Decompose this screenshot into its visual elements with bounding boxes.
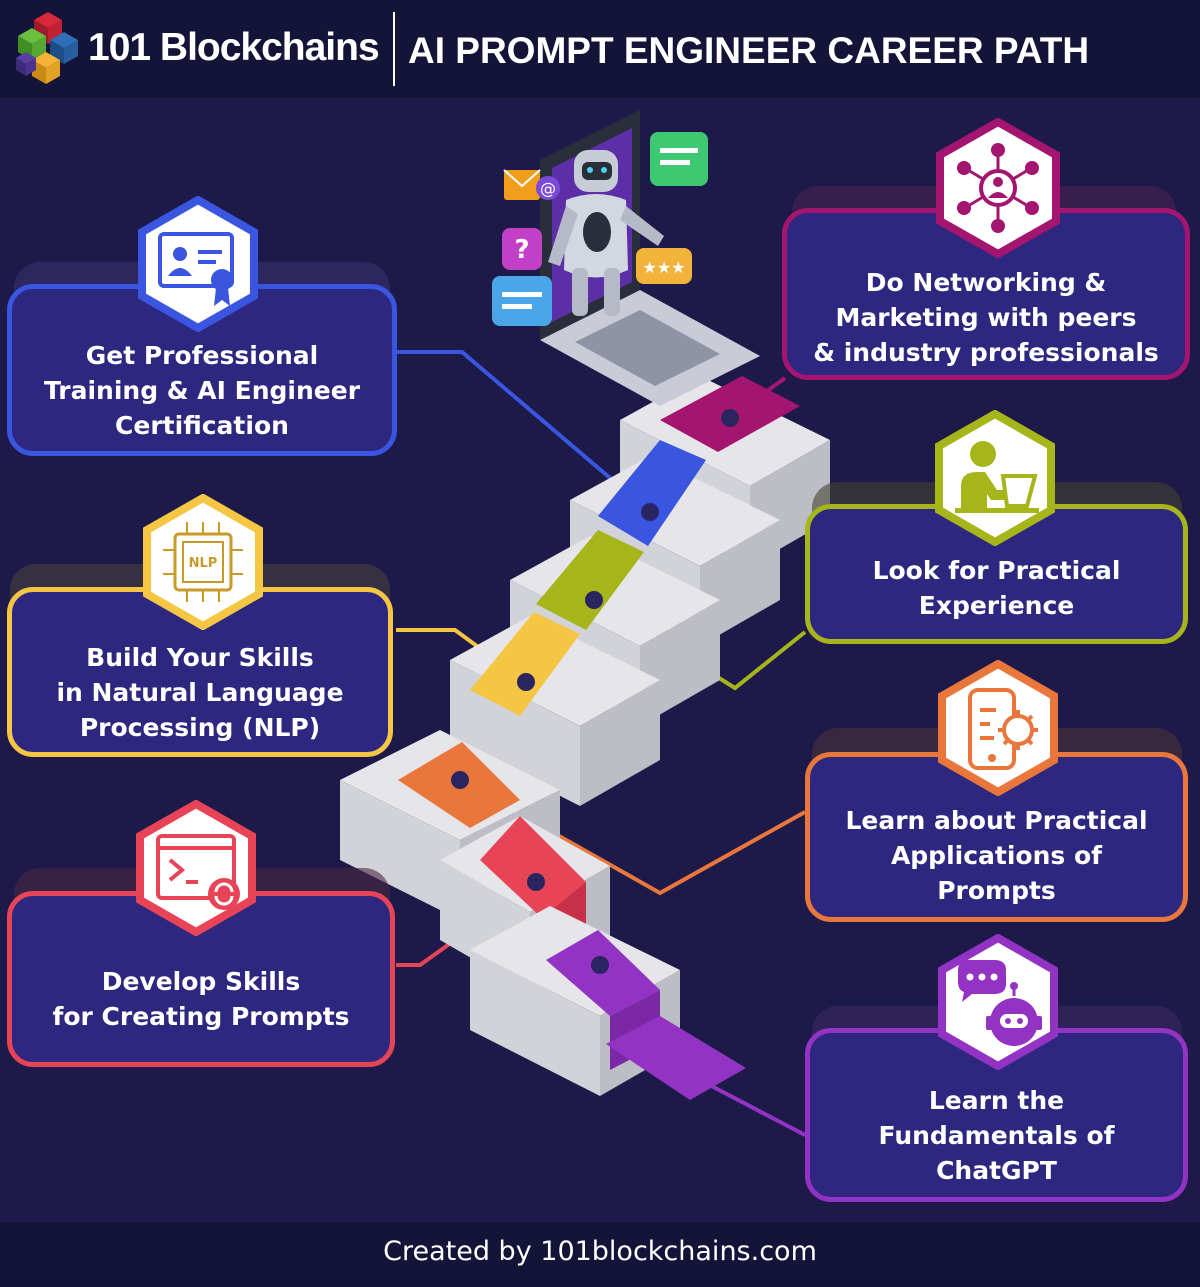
step-text-line: Prompts <box>937 875 1056 905</box>
header: 101 Blockchains AI PROMPT ENGINEER CAREE… <box>0 0 1200 98</box>
step-text-line: & industry professionals <box>813 337 1159 367</box>
step-card-prompts: Develop Skills for Creating Prompts <box>7 891 395 1067</box>
footer-credit: Created by 101blockchains.com <box>383 1236 817 1267</box>
chatbot-icon <box>938 934 1058 1070</box>
brand-name: 101 Blockchains <box>88 26 380 69</box>
robot-illustration <box>548 150 664 316</box>
step-text-line: Processing (NLP) <box>79 712 321 742</box>
staircase <box>340 376 830 1100</box>
step-text-line: Get Professional <box>85 340 319 370</box>
step-card-training: Get Professional Training & AI Engineer … <box>7 284 397 456</box>
step-text-line: Training & AI Engineer <box>43 375 361 405</box>
step-text-line: Experience <box>918 591 1075 620</box>
certificate-icon <box>138 196 258 332</box>
person-laptop-icon <box>935 410 1055 546</box>
step-text-line: Do Networking & <box>865 267 1107 297</box>
step-text-line: Certification <box>115 410 289 440</box>
phone-gear-icon <box>938 660 1058 796</box>
svg-text:?: ? <box>514 235 529 265</box>
chat-bubbles: @ ? ★★★ <box>492 132 708 326</box>
step-text-line: for Creating Prompts <box>52 1002 350 1031</box>
step-text-line: Build Your Skills <box>86 642 314 672</box>
page-title: AI PROMPT ENGINEER CAREER PATH <box>408 30 1090 71</box>
step-text-line: Look for Practical <box>872 556 1121 585</box>
step-text-line: Fundamentals of <box>878 1120 1115 1150</box>
staircase-illustration: @ ? ★★★ <box>340 110 830 1137</box>
network-icon <box>936 118 1060 258</box>
step-text-line: in Natural Language <box>56 677 344 707</box>
step-text-line: Learn about Practical <box>845 805 1148 835</box>
header-divider <box>393 12 395 86</box>
step-text-line: Develop Skills <box>101 967 301 996</box>
step-card-chatgpt: Learn the Fundamentals of ChatGPT <box>805 1028 1188 1202</box>
step-text-line: Learn the <box>928 1085 1065 1115</box>
terminal-icon <box>136 800 256 936</box>
nlp-chip-icon: NLP <box>143 494 263 630</box>
svg-text:@: @ <box>540 179 556 198</box>
logo-cubes-icon <box>16 12 78 84</box>
step-text-line: Applications of <box>890 840 1103 870</box>
nlp-chip-label: NLP <box>189 556 218 571</box>
footer: Created by 101blockchains.com <box>0 1222 1200 1287</box>
svg-text:★★★: ★★★ <box>642 258 685 277</box>
step-text-line: ChatGPT <box>936 1155 1057 1185</box>
step-text-line: Marketing with peers <box>835 302 1137 332</box>
